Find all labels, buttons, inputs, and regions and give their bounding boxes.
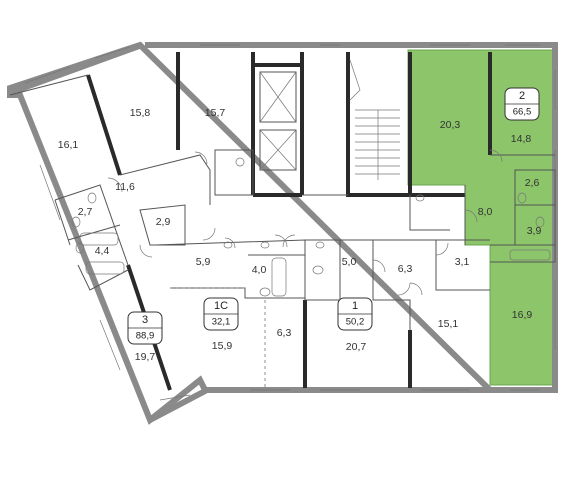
- room-area: 5,0: [342, 256, 357, 268]
- fixtures: [71, 157, 551, 297]
- apartment-number: 1С: [214, 300, 228, 312]
- apartment-total-area: 32,1: [212, 317, 231, 328]
- room-area: 15,9: [212, 340, 233, 352]
- elevator-shafts: [259, 71, 297, 171]
- partitions: [9, 74, 556, 388]
- room-area: 4,4: [95, 245, 110, 257]
- apartment-total-area: 88,9: [136, 331, 155, 342]
- room-area: 2,7: [78, 206, 93, 218]
- room-area: 16,9: [512, 309, 533, 321]
- room-area: 3,1: [455, 256, 470, 268]
- room-labels: 16,1 15,8 15,7 11,6 2,7 4,4 2,9 19,7 5,9…: [58, 107, 542, 363]
- room-area: 11,6: [115, 181, 135, 193]
- stairwell: [349, 59, 400, 180]
- room-area: 15,7: [205, 107, 226, 119]
- room-area: 19,7: [135, 351, 156, 363]
- room-area: 20,7: [346, 341, 367, 353]
- doors: [107, 149, 503, 296]
- apartment-total-area: 50,2: [346, 317, 365, 328]
- room-area: 15,8: [130, 107, 151, 119]
- room-area: 5,9: [196, 256, 211, 268]
- room-area: 4,0: [252, 264, 267, 276]
- apartment-badge-3: 3 88,9: [127, 311, 163, 345]
- room-area: 6,3: [277, 327, 292, 339]
- outer-walls: [7, 41, 558, 425]
- apartment-badge-2: 2 66,5: [504, 87, 540, 121]
- apartment-badge-1c: 1С 32,1: [203, 297, 239, 331]
- apartment-number: 3: [142, 314, 148, 326]
- apartment-number: 1: [352, 300, 358, 312]
- apartment-number: 2: [519, 90, 525, 102]
- apartment-badge-1: 1 50,2: [337, 297, 373, 331]
- room-area: 2,9: [156, 216, 171, 228]
- room-area: 8,0: [478, 206, 493, 218]
- room-area: 16,1: [58, 139, 79, 151]
- room-area: 3,9: [527, 225, 542, 237]
- apartment-total-area: 66,5: [513, 107, 532, 118]
- room-area: 15,1: [438, 318, 459, 330]
- room-area: 20,3: [440, 119, 461, 131]
- room-area: 14,8: [511, 133, 532, 145]
- room-area: 2,6: [525, 177, 540, 189]
- room-area: 6,3: [398, 263, 413, 275]
